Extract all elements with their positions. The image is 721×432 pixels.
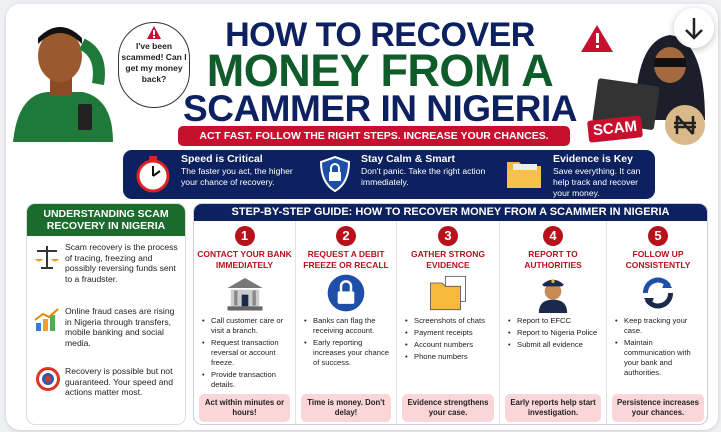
step-number: 3	[438, 226, 458, 246]
lock-icon	[327, 274, 365, 312]
step-guide-panel: STEP-BY-STEP GUIDE: HOW TO RECOVER MONEY…	[193, 203, 708, 425]
step-title: GATHER STRONG EVIDENCE	[411, 249, 485, 270]
step-bullet: Provide transaction details.	[202, 370, 291, 390]
speech-bubble-text: I've been scammed! Can I get my money ba…	[121, 41, 187, 84]
step-bullet: Keep tracking your case.	[615, 316, 705, 336]
stopwatch-icon	[136, 156, 170, 193]
step-bullet: Early reporting increases your chance of…	[304, 338, 392, 368]
title-line-3: SCAMMER IN NIGERIA	[183, 88, 577, 129]
police-officer-icon	[538, 279, 568, 313]
title-line-2: MONEY FROM A	[206, 45, 554, 96]
understanding-item: Online fraud cases are rising in Nigeria…	[65, 306, 175, 348]
shield-lock-icon	[319, 155, 351, 193]
step-title: CONTACT YOUR BANK IMMEDIATELY	[197, 249, 292, 270]
warning-icon	[147, 26, 161, 39]
step-bullets: Call customer care or visit a branch.Req…	[202, 316, 291, 392]
step-column-4: 4 REPORT TO AUTHORITIES Report to EFCCRe…	[500, 221, 607, 424]
title-line-1: HOW TO RECOVER	[225, 16, 535, 54]
documents-folder-icon	[430, 275, 466, 311]
target-icon	[36, 367, 60, 391]
step-column-1: 1 CONTACT YOUR BANK IMMEDIATELY Call cus…	[194, 221, 296, 424]
step-bullet: Request transaction reversal or account …	[202, 338, 291, 368]
rising-chart-icon	[34, 308, 59, 331]
step-bullets: Report to EFCC Report to Nigeria PoliceSu…	[508, 316, 602, 352]
step-number: 1	[234, 226, 255, 246]
step-number: 5	[648, 226, 668, 246]
step-footer-tip: Persistence increases your chances.	[612, 394, 704, 422]
step-column-3: 3 GATHER STRONG EVIDENCE Screenshots of …	[397, 221, 500, 424]
step-number: 4	[543, 226, 563, 246]
bank-icon	[227, 278, 262, 311]
step-bullets: Keep tracking your case.Maintain communi…	[615, 316, 705, 380]
scroll-down-button[interactable]	[674, 8, 714, 48]
step-title: REPORT TO AUTHORITIES	[524, 249, 582, 270]
understanding-panel: UNDERSTANDING SCAM RECOVERY IN NIGERIA S…	[26, 203, 186, 425]
step-guide-title: STEP-BY-STEP GUIDE: HOW TO RECOVER MONEY…	[194, 204, 707, 221]
step-footer-tip: Evidence strengthens your case.	[402, 394, 494, 422]
step-column-2: 2 REQUEST A DEBIT FREEZE OR RECALL Banks…	[296, 221, 397, 424]
scales-icon	[35, 246, 59, 269]
step-bullet: Payment receipts	[405, 328, 495, 338]
step-bullet: Account numbers	[405, 340, 495, 350]
step-bullet: Submit all evidence	[508, 340, 602, 350]
step-title: REQUEST A DEBIT FREEZE OR RECALL	[303, 249, 389, 270]
step-footer-tip: Time is money. Don't delay!	[301, 394, 391, 422]
arrow-down-icon	[685, 18, 703, 40]
refresh-icon	[643, 277, 673, 309]
understanding-item: Scam recovery is the process of tracing,…	[65, 242, 178, 284]
step-column-5: 5 FOLLOW UP CONSISTENTLY Keep tracking y…	[607, 221, 707, 424]
step-footer-tip: Act within minutes or hours!	[199, 394, 290, 422]
understanding-item: Recovery is possible but not guaranteed.…	[65, 366, 173, 397]
step-bullet: Report to Nigeria Police	[508, 328, 602, 338]
tagline: ACT FAST. FOLLOW THE RIGHT STEPS. INCREA…	[178, 126, 570, 146]
step-footer-tip: Early reports help start investigation.	[505, 394, 601, 422]
step-bullet: Screenshots of chats	[405, 316, 495, 326]
step-title: FOLLOW UP CONSISTENTLY	[625, 249, 691, 270]
step-bullet: Phone numbers	[405, 352, 495, 362]
step-bullets: Banks can flag the receiving account.Ear…	[304, 316, 392, 370]
folder-icon	[507, 162, 541, 188]
scammer-illustration	[581, 25, 705, 145]
step-bullets: Screenshots of chatsPayment receiptsAcco…	[405, 316, 495, 364]
step-bullet: Report to EFCC	[508, 316, 602, 326]
step-number: 2	[336, 226, 356, 246]
step-bullet: Banks can flag the receiving account.	[304, 316, 392, 336]
victim-illustration	[13, 27, 113, 142]
understanding-title: UNDERSTANDING SCAM RECOVERY IN NIGERIA	[27, 204, 185, 236]
step-bullet: Maintain communication with your bank an…	[615, 338, 705, 378]
speech-bubble: I've been scammed! Can I get my money ba…	[118, 22, 190, 108]
step-bullet: Call customer care or visit a branch.	[202, 316, 291, 336]
